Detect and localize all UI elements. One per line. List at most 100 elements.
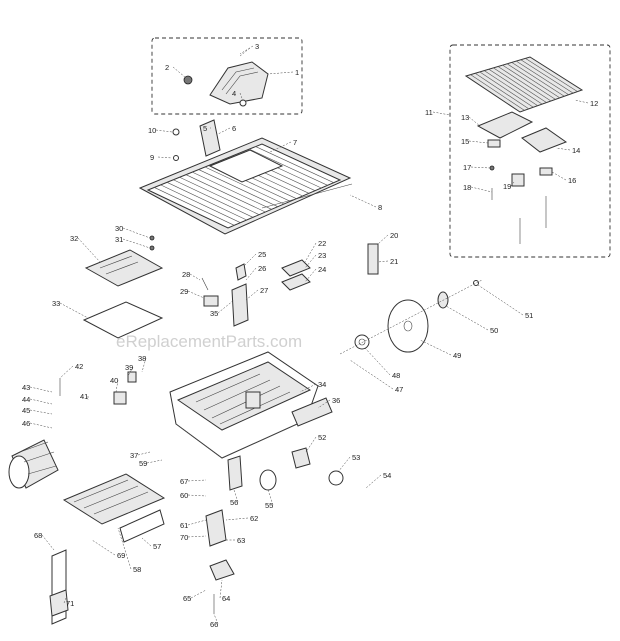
callout-37: 37	[130, 451, 138, 460]
base-housing-inner	[176, 361, 312, 431]
blade-guard-group	[151, 37, 303, 115]
callout-7: 7	[293, 138, 297, 147]
callout-16: 16	[568, 176, 576, 185]
callout-leader-62	[225, 517, 249, 521]
callout-leader-29	[187, 290, 205, 299]
callout-leader-54	[365, 474, 382, 489]
callout-41: 41	[80, 392, 88, 401]
callout-32: 32	[70, 234, 78, 243]
grid-line	[173, 179, 254, 218]
grid-line	[160, 184, 241, 223]
callout-leader-14	[555, 147, 571, 151]
screw-part	[172, 128, 180, 136]
sliding-table-top	[464, 56, 584, 113]
callout-58: 58	[133, 565, 141, 574]
blade-guard-part	[209, 61, 269, 105]
callout-52: 52	[318, 433, 326, 442]
flange-49	[437, 291, 449, 309]
callout-24: 24	[318, 265, 326, 274]
callout-50: 50	[490, 326, 498, 335]
callout-leader-34	[299, 383, 317, 393]
grid-line	[185, 174, 266, 213]
callout-leader-56	[233, 489, 239, 503]
callout-leader-10	[155, 129, 173, 133]
slide-clamp	[487, 139, 501, 148]
callout-leader-49	[419, 339, 452, 356]
part-56	[119, 509, 165, 543]
base-housing	[169, 351, 333, 459]
callout-36: 36	[332, 396, 340, 405]
callout-56: 56	[230, 498, 238, 507]
grid-line	[484, 70, 538, 106]
callout-leader-32	[77, 237, 101, 263]
callout-5: 5	[203, 124, 207, 133]
switch-housing-26	[231, 283, 249, 327]
flange-47-hub	[358, 338, 366, 346]
callout-leader-42	[59, 365, 74, 379]
bracket-57-ribs	[73, 479, 149, 515]
callout-15: 15	[461, 137, 469, 146]
grid-line	[179, 176, 260, 215]
callout-leader-12	[574, 99, 589, 104]
callout-leader-15	[468, 140, 489, 144]
callout-3: 3	[255, 42, 259, 51]
callout-18: 18	[463, 183, 471, 192]
grid-line	[154, 187, 235, 226]
callout-leader-70	[187, 535, 207, 538]
callout-leader-2	[172, 66, 187, 79]
table-insert-opening	[208, 149, 284, 183]
washer-part	[239, 99, 247, 107]
callout-33: 33	[52, 299, 60, 308]
blade-48-hub	[403, 320, 413, 332]
cover-panel-32	[82, 301, 164, 339]
callout-65: 65	[183, 594, 191, 603]
grid-line	[493, 67, 547, 103]
callout-51: 51	[525, 311, 533, 320]
callout-12: 12	[590, 99, 598, 108]
grid-line	[497, 66, 552, 102]
callout-leader-21	[377, 260, 389, 263]
slide-knob	[511, 173, 525, 187]
base-insert	[245, 391, 261, 409]
flange-47	[354, 334, 370, 350]
grid-line	[204, 166, 285, 205]
callout-leader-53	[337, 456, 351, 473]
part-54	[259, 469, 277, 491]
callout-69: 69	[117, 551, 125, 560]
callout-leader-43	[29, 386, 53, 393]
callout-10: 10	[148, 126, 156, 135]
callout-leader-66	[213, 613, 219, 625]
foot-71	[49, 589, 69, 617]
callout-14: 14	[572, 146, 580, 155]
callout-21: 21	[390, 257, 398, 266]
callout-13: 13	[461, 113, 469, 122]
callout-leader-60	[187, 494, 207, 497]
callout-leader-59	[146, 459, 163, 464]
grid-line	[192, 171, 272, 210]
callout-leader-52	[305, 436, 317, 453]
callout-leader-45	[29, 409, 53, 415]
callout-71: 71	[66, 599, 74, 608]
callout-54: 54	[383, 471, 391, 480]
grid-line	[520, 59, 574, 94]
grid-line	[249, 148, 328, 186]
callout-30: 30	[115, 224, 123, 233]
callout-leader-35	[217, 299, 235, 314]
callout-leader-44	[29, 398, 53, 405]
callout-47: 47	[395, 385, 403, 394]
grid-line	[511, 62, 565, 97]
grid-line	[502, 64, 556, 100]
screw-part	[201, 277, 209, 291]
callout-leader-19	[510, 181, 515, 187]
callout-48: 48	[392, 371, 400, 380]
lower-parts	[49, 447, 344, 625]
callout-20: 20	[390, 231, 398, 240]
callout-leader-51	[477, 284, 524, 316]
grid-line	[525, 58, 578, 92]
screw-part	[149, 235, 155, 241]
rip-fence-part	[261, 183, 353, 209]
callout-leader-30	[122, 227, 151, 239]
callout-34: 34	[318, 380, 326, 389]
bracket-21	[281, 259, 311, 277]
callout-26: 26	[258, 264, 266, 273]
